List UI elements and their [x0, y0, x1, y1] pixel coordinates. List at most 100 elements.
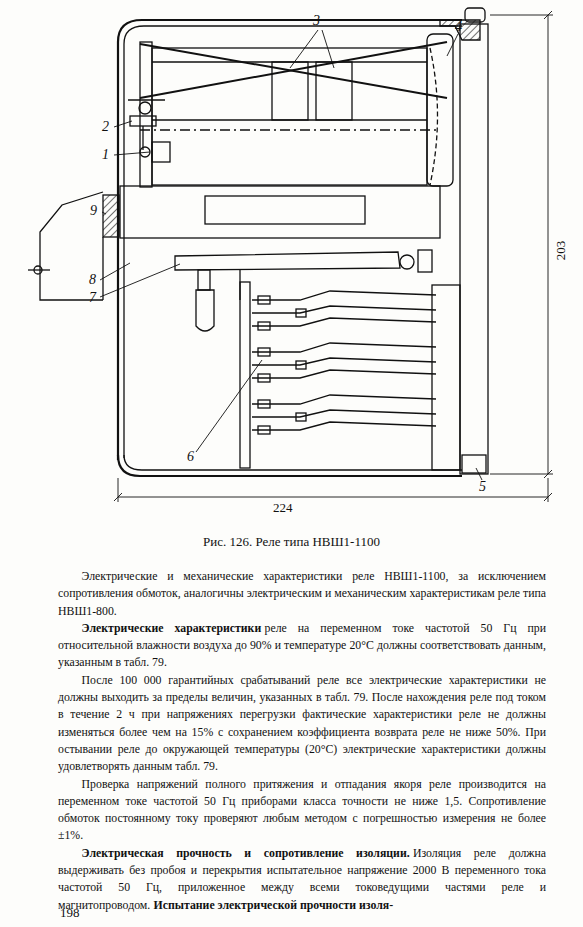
housing-part — [124, 455, 462, 470]
dimension-lines-part — [548, 478, 549, 502]
armature-lever-part — [175, 252, 400, 270]
armature-lever — [175, 250, 432, 331]
leader-lines — [100, 30, 482, 480]
housing-part — [118, 455, 462, 476]
body-paragraph: Проверка напряжений полного притяжения и… — [58, 777, 546, 843]
coil-part — [140, 42, 152, 187]
coil-part — [152, 48, 427, 185]
body-paragraph: После 100 000 гарантийных срабатываний р… — [58, 673, 546, 773]
housing — [118, 20, 480, 476]
callout-number: 8 — [89, 273, 96, 287]
callout-number: 5 — [479, 480, 486, 494]
dimension-lines-part — [548, 15, 549, 474]
terminal-assembly-part — [152, 142, 170, 162]
callout-number: 4 — [455, 20, 462, 34]
socket-plate-part — [462, 455, 486, 473]
dimension: 203 — [554, 240, 567, 262]
run-in-heading: Электрические характеристики — [82, 621, 262, 635]
paragraph: Электрические и механические характерист… — [58, 568, 546, 620]
callout-number: 7 — [89, 291, 96, 305]
relay-drawing-part — [28, 8, 553, 502]
armature-lever-part — [400, 255, 414, 269]
dimension-lines-part — [544, 11, 552, 19]
contact-springs-part — [258, 348, 270, 356]
contact-guide-part — [240, 282, 250, 468]
socket-plate-part — [460, 24, 488, 474]
socket-plate-part — [465, 8, 485, 22]
paragraph: Электрическая прочность и сопротивление … — [58, 845, 546, 914]
leader-lines-part — [100, 264, 180, 297]
contact-springs-part — [258, 426, 270, 434]
contact-springs-part — [296, 413, 306, 421]
contact-springs-part — [252, 306, 436, 313]
contact-springs-part — [296, 361, 306, 369]
callout-number: 3 — [313, 14, 320, 28]
run-in-heading: Электрическая прочность и сопротивление … — [82, 846, 410, 860]
contact-springs-part — [252, 318, 436, 326]
terminal-assembly-part — [128, 99, 165, 100]
contact-springs-part — [258, 296, 270, 304]
callout-number: 6 — [187, 450, 194, 464]
dimension-lines-part — [490, 15, 553, 16]
contact-springs-part — [252, 395, 436, 404]
contact-springs-part — [252, 410, 436, 417]
contact-springs-part — [258, 374, 270, 382]
callout-number: 2 — [102, 120, 109, 134]
contact-springs-part — [258, 400, 270, 408]
terminal-assembly — [128, 100, 170, 162]
terminal-assembly-part — [130, 116, 156, 126]
dimension-lines-part — [544, 493, 552, 501]
leader-lines-part — [476, 468, 482, 480]
mounting-bracket-part — [102, 237, 103, 300]
contact-springs-part — [252, 370, 436, 378]
contact-springs-part — [296, 309, 306, 317]
leader-lines-part — [196, 360, 262, 452]
leader-lines-part — [114, 152, 150, 155]
paragraph: Электрические характеристикиреле на пере… — [58, 620, 546, 672]
leader-lines-part — [290, 30, 318, 68]
coil-part — [140, 129, 440, 130]
coil-part — [316, 62, 352, 120]
dimension-lines-part — [544, 470, 552, 478]
contact-springs-part — [252, 343, 436, 352]
magnet-yoke-part — [120, 186, 440, 238]
housing-part — [118, 20, 462, 460]
magnet-yoke-part — [205, 196, 365, 224]
leader-lines-part — [447, 34, 458, 56]
paragraph: После 100 000 гарантийных срабатываний р… — [58, 672, 546, 776]
figure-caption: Рис. 126. Реле типа НВШ1-1100 — [0, 534, 583, 550]
contact-springs-part — [252, 291, 436, 300]
leader-lines-part — [322, 30, 334, 68]
socket-plate — [432, 8, 488, 474]
magnet-yoke — [120, 186, 440, 238]
coil-part — [430, 48, 438, 185]
dimension-lines-part — [490, 474, 553, 475]
page-number: 198 — [60, 906, 80, 919]
leader-lines-part — [114, 121, 132, 127]
housing-part — [124, 26, 462, 458]
paragraph: Проверка напряжений полного притяжения и… — [58, 776, 546, 845]
run-in-heading: Испытание электрической прочности изоля- — [154, 898, 394, 912]
mounting-bracket-part — [28, 269, 50, 270]
contact-guide — [240, 282, 250, 468]
mounting-bracket — [28, 192, 119, 300]
dimension-lines-part — [114, 493, 122, 501]
terminal-assembly-part — [139, 102, 151, 114]
dimension-lines — [114, 11, 553, 502]
dimension: 224 — [272, 501, 294, 514]
pole-piece-part — [427, 34, 453, 186]
mounting-bracket-part — [103, 195, 119, 237]
pole-piece — [427, 34, 453, 186]
dimension-lines-part — [118, 497, 548, 498]
mounting-bracket-part — [40, 192, 103, 300]
coil-part — [140, 42, 447, 98]
leader-lines-part — [102, 212, 106, 214]
callout-number: 9 — [90, 204, 97, 218]
contact-springs — [252, 291, 436, 434]
armature-lever-part — [418, 250, 432, 272]
leader-lines-part — [100, 263, 130, 280]
armature-lever-part — [198, 270, 210, 290]
armature-lever-part — [196, 290, 214, 331]
body-text: Электрические и механические характерист… — [58, 568, 546, 914]
